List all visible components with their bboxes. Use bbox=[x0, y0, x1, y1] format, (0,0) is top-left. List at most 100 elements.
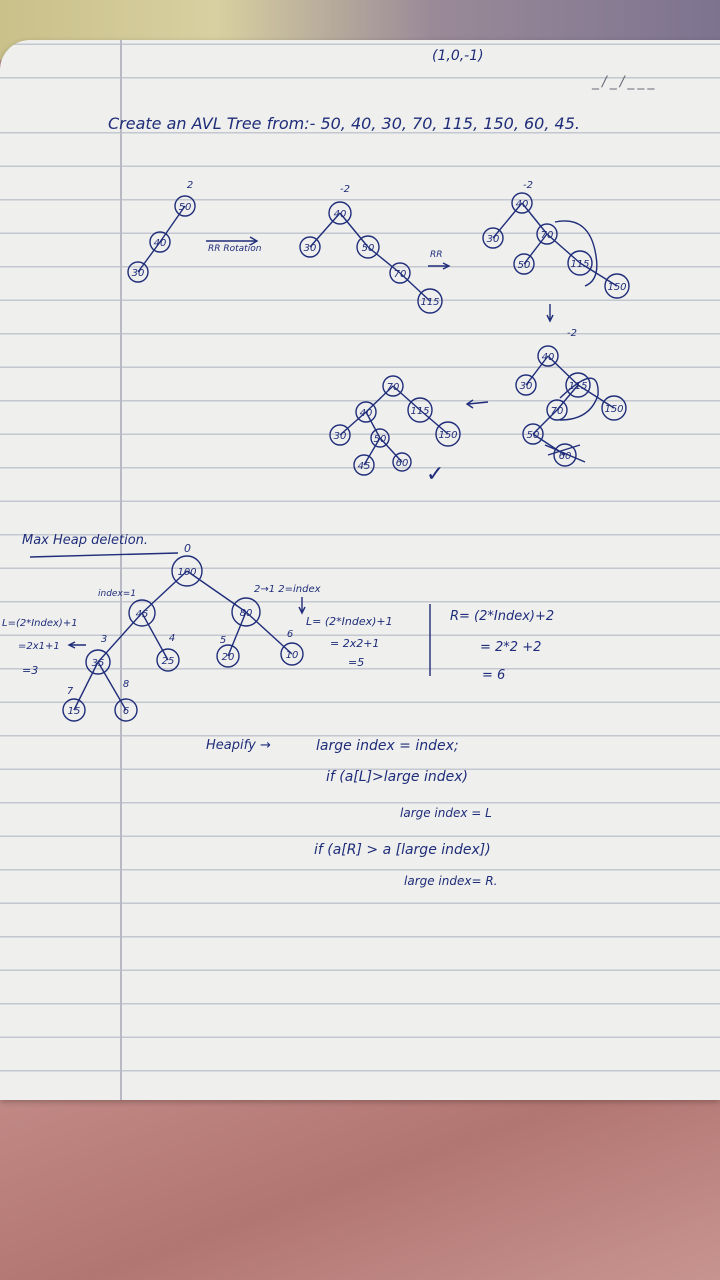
svg-text:80: 80 bbox=[240, 608, 253, 619]
svg-text:100: 100 bbox=[177, 567, 196, 578]
tree5-node-150 bbox=[435, 421, 461, 447]
code-line-2: if (a[L]>large index) bbox=[326, 769, 468, 785]
heap-title: Max Heap deletion. bbox=[22, 533, 149, 548]
svg-text:10: 10 bbox=[286, 650, 299, 661]
tree4-node-115 bbox=[565, 372, 591, 398]
tree2-node-50 bbox=[356, 235, 380, 259]
svg-text:45: 45 bbox=[358, 461, 371, 472]
left-formula-3: =3 bbox=[22, 664, 39, 677]
svg-text:40: 40 bbox=[334, 209, 347, 220]
svg-text:45: 45 bbox=[136, 609, 149, 620]
heap-root-index: 0 bbox=[184, 542, 191, 555]
tree4-balance: -2 bbox=[567, 328, 577, 339]
svg-text:115: 115 bbox=[410, 406, 429, 417]
svg-text:25: 25 bbox=[162, 656, 175, 667]
svg-text:15: 15 bbox=[68, 706, 81, 717]
avl-tree-3: -2 40 30 70 50 115 150 bbox=[482, 180, 630, 299]
code-line-3: large index = L bbox=[400, 806, 492, 820]
tree1-node-40 bbox=[149, 231, 171, 253]
avl-tree-4: -2 40 30 115 70 150 50 60 bbox=[515, 328, 627, 467]
tree5-node-115 bbox=[407, 397, 433, 423]
tree1-balance: 2 bbox=[187, 180, 193, 191]
svg-text:30: 30 bbox=[304, 243, 317, 254]
code-line-5: large index= R. bbox=[404, 874, 498, 888]
svg-text:50: 50 bbox=[179, 202, 192, 213]
heap-index-4: 4 bbox=[169, 633, 175, 644]
tree3-node-50 bbox=[513, 253, 535, 275]
svg-text:150: 150 bbox=[607, 282, 626, 293]
code-line-1: large index = index; bbox=[316, 738, 459, 754]
heap-index-5: 5 bbox=[220, 635, 226, 646]
mid-formula-1: L= (2*Index)+1 bbox=[306, 615, 393, 628]
heap-node-100 bbox=[171, 555, 203, 587]
tree2-node-70 bbox=[389, 262, 411, 284]
tree1-node-30 bbox=[127, 261, 149, 283]
tree2-node-30 bbox=[299, 236, 321, 258]
svg-text:40: 40 bbox=[516, 199, 529, 210]
right-formula-3: = 6 bbox=[482, 668, 506, 683]
margin-line bbox=[120, 40, 122, 1100]
svg-text:35: 35 bbox=[92, 658, 105, 669]
heap-tree: 100 45 80 35 25 20 10 15 6 3 4 5 6 7 8 bbox=[62, 555, 304, 722]
right-formula-1: R= (2*Index)+2 bbox=[450, 609, 555, 624]
heap-left-arrow bbox=[67, 641, 86, 649]
tree4-node-30 bbox=[515, 374, 537, 396]
tree5-node-60 bbox=[392, 452, 412, 472]
tree5-node-70 bbox=[382, 375, 404, 397]
heap-node-80 bbox=[231, 597, 261, 627]
heap-index-3: 3 bbox=[101, 634, 107, 645]
svg-text:115: 115 bbox=[568, 381, 587, 392]
svg-text:40: 40 bbox=[360, 408, 373, 419]
heap-node-45 bbox=[128, 599, 156, 627]
svg-text:70: 70 bbox=[551, 406, 564, 417]
heap-node-10 bbox=[280, 642, 304, 666]
tree3-node-150 bbox=[604, 273, 630, 299]
svg-text:60: 60 bbox=[559, 451, 572, 462]
svg-text:115: 115 bbox=[570, 259, 589, 270]
svg-text:50: 50 bbox=[374, 434, 387, 445]
heap-node-25 bbox=[156, 648, 180, 672]
svg-text:150: 150 bbox=[604, 404, 623, 415]
tree2-node-115 bbox=[417, 288, 443, 314]
checkmark: ✓ bbox=[426, 462, 445, 487]
avl-tree-5: 70 40 115 30 50 150 45 60 bbox=[329, 375, 461, 476]
svg-text:30: 30 bbox=[520, 381, 533, 392]
tree2-node-40 bbox=[328, 201, 352, 225]
svg-text:20: 20 bbox=[222, 652, 235, 663]
svg-text:30: 30 bbox=[487, 234, 500, 245]
tree4-node-70 bbox=[546, 399, 568, 421]
svg-text:40: 40 bbox=[542, 352, 555, 363]
svg-text:50: 50 bbox=[518, 260, 531, 271]
code-line-4: if (a[R] > a [large index]) bbox=[314, 842, 491, 858]
heap-title-underline bbox=[29, 552, 179, 558]
tree3-balance: -2 bbox=[523, 180, 533, 191]
svg-text:150: 150 bbox=[438, 430, 457, 441]
tree4-node-50 bbox=[522, 423, 544, 445]
svg-text:70: 70 bbox=[541, 230, 554, 241]
heap-down-arrow bbox=[298, 597, 306, 615]
tree3-node-115 bbox=[567, 250, 593, 276]
heap-index-7: 7 bbox=[67, 686, 74, 697]
heapify-label: Heapify → bbox=[206, 738, 271, 753]
tree3-node-70 bbox=[536, 223, 558, 245]
tree3-node-40 bbox=[511, 192, 533, 214]
svg-text:30: 30 bbox=[334, 431, 347, 442]
svg-text:60: 60 bbox=[396, 458, 409, 469]
left-formula-1: L=(2*Index)+1 bbox=[2, 618, 78, 629]
left-formula-2: =2x1+1 bbox=[18, 641, 60, 652]
tree4-node-40 bbox=[537, 345, 559, 367]
background-cloth bbox=[0, 1080, 720, 1280]
heap-index-label: index=1 bbox=[98, 589, 137, 599]
svg-text:115: 115 bbox=[420, 297, 439, 308]
mid-note: 2→1 2=index bbox=[254, 584, 321, 595]
avl-tree-1: 2 50 40 30 bbox=[127, 180, 196, 283]
tree5-node-30 bbox=[329, 424, 351, 446]
svg-text:40: 40 bbox=[154, 238, 167, 249]
tree3-node-30 bbox=[482, 227, 504, 249]
svg-text:70: 70 bbox=[387, 382, 400, 393]
heap-node-20 bbox=[216, 644, 240, 668]
rr-arrow-label: RR bbox=[430, 250, 443, 260]
left-arrow bbox=[467, 401, 489, 405]
tree1-node-50 bbox=[174, 195, 196, 217]
